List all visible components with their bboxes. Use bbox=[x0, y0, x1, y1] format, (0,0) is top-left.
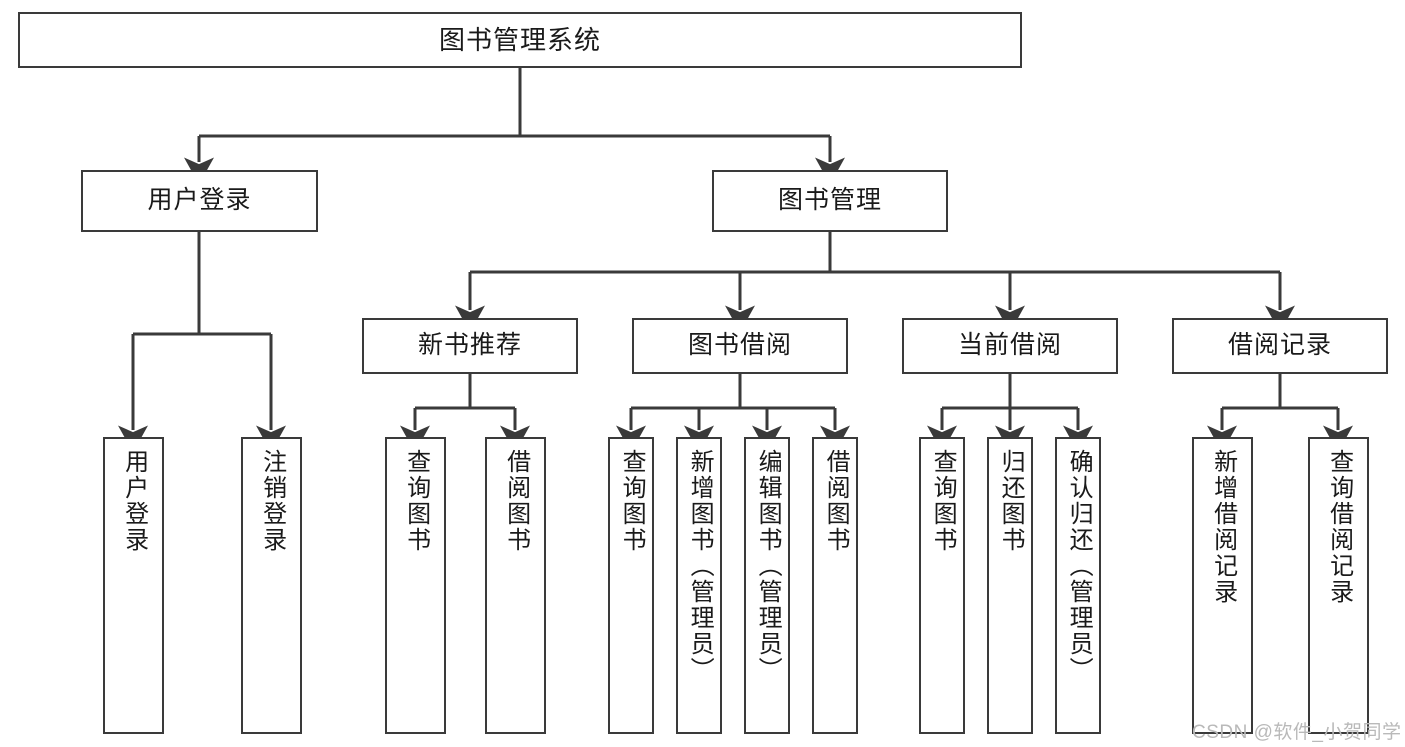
node-label: 图书管理系统 bbox=[438, 24, 601, 55]
leaf-label: 归还图书 bbox=[997, 449, 1025, 553]
leaf-label: 查询图书 bbox=[929, 449, 957, 553]
leaf-borrow-book[interactable]: 借阅图书 bbox=[812, 437, 858, 734]
node-label: 当前借阅 bbox=[957, 331, 1062, 360]
leaf-label: 借阅图书 bbox=[822, 449, 850, 553]
leaf-query-book-current[interactable]: 查询图书 bbox=[919, 437, 965, 734]
node-book-management[interactable]: 图书管理 bbox=[712, 170, 948, 232]
leaf-add-borrow-record[interactable]: 新增借阅记录 bbox=[1192, 437, 1253, 734]
node-user-login[interactable]: 用户登录 bbox=[81, 170, 318, 232]
leaf-label: 编辑图书（管理员） bbox=[754, 449, 782, 683]
leaf-label: 新增图书（管理员） bbox=[686, 449, 714, 683]
node-label: 新书推荐 bbox=[417, 331, 522, 360]
node-label: 图书借阅 bbox=[687, 331, 792, 360]
leaf-logout[interactable]: 注销登录 bbox=[241, 437, 302, 734]
leaf-borrow-book-newbook[interactable]: 借阅图书 bbox=[485, 437, 546, 734]
leaf-query-book-borrow[interactable]: 查询图书 bbox=[608, 437, 654, 734]
leaf-add-book-admin[interactable]: 新增图书（管理员） bbox=[676, 437, 722, 734]
leaf-edit-book-admin[interactable]: 编辑图书（管理员） bbox=[744, 437, 790, 734]
leaf-label: 用户登录 bbox=[120, 449, 148, 553]
node-new-book-recommend[interactable]: 新书推荐 bbox=[362, 318, 578, 374]
node-label: 图书管理 bbox=[777, 186, 882, 215]
leaf-label: 注销登录 bbox=[258, 449, 286, 553]
node-current-borrow[interactable]: 当前借阅 bbox=[902, 318, 1118, 374]
leaf-label: 借阅图书 bbox=[502, 449, 530, 553]
node-label: 用户登录 bbox=[147, 186, 252, 215]
leaf-label: 查询图书 bbox=[402, 449, 430, 553]
leaf-confirm-return-admin[interactable]: 确认归还（管理员） bbox=[1055, 437, 1101, 734]
leaf-user-login[interactable]: 用户登录 bbox=[103, 437, 164, 734]
node-book-borrow[interactable]: 图书借阅 bbox=[632, 318, 848, 374]
leaf-return-book[interactable]: 归还图书 bbox=[987, 437, 1033, 734]
leaf-query-borrow-record[interactable]: 查询借阅记录 bbox=[1308, 437, 1369, 734]
leaf-label: 新增借阅记录 bbox=[1209, 449, 1237, 605]
leaf-query-book-newbook[interactable]: 查询图书 bbox=[385, 437, 446, 734]
watermark-text: CSDN @软件_小贺同学 bbox=[1192, 722, 1402, 743]
node-label: 借阅记录 bbox=[1227, 331, 1332, 360]
leaf-label: 查询借阅记录 bbox=[1325, 449, 1353, 605]
node-borrow-record[interactable]: 借阅记录 bbox=[1172, 318, 1388, 374]
leaf-label: 查询图书 bbox=[618, 449, 646, 553]
node-root-book-management-system[interactable]: 图书管理系统 bbox=[18, 12, 1022, 68]
leaf-label: 确认归还（管理员） bbox=[1065, 449, 1093, 683]
